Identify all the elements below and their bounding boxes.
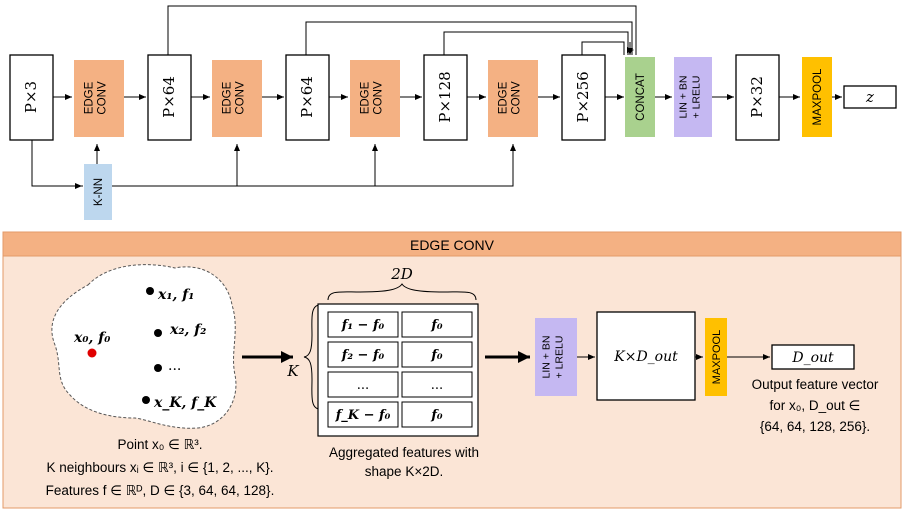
feature-matrix: f₁ − f₀ f₀ f₂ − f₀ f₀ ... ... f_K − f₀ f… <box>317 303 479 437</box>
svg-text:Aggregated features with: Aggregated features with <box>329 445 479 460</box>
2d-label: 2D <box>390 265 413 283</box>
knn-block: K-NN <box>84 164 112 220</box>
svg-text:x₁, f₁: x₁, f₁ <box>157 287 194 303</box>
svg-text:EDGECONV: EDGECONV <box>222 81 247 115</box>
tensor-p64-b: P×64 <box>285 54 330 141</box>
svg-text:K-NN: K-NN <box>93 178 105 206</box>
svg-text:for x₀, D_out ∈: for x₀, D_out ∈ <box>770 398 861 413</box>
svg-text:P×3: P×3 <box>22 81 40 113</box>
maxpool-block: MAXPOOL <box>802 57 832 137</box>
point-caption: Point x₀ ∈ ℝ³. K neighbours xᵢ ∈ ℝ³, i ∈… <box>46 437 275 498</box>
svg-text:P×128: P×128 <box>436 71 454 122</box>
svg-text:shape K×2D.: shape K×2D. <box>365 464 443 479</box>
svg-text:Features f ∈ ℝᴰ, D ∈ {3, 64, 6: Features f ∈ ℝᴰ, D ∈ {3, 64, 64, 128}. <box>46 483 275 498</box>
lin-bottom-label: LIN + BN+ LRELU <box>541 336 566 379</box>
lin-top-label: LIN + BN+ LRELU <box>678 76 703 119</box>
knn-connections <box>31 140 516 187</box>
panel-lin-bn-lrelu: LIN + BN+ LRELU <box>535 318 577 396</box>
svg-text:EDGECONV: EDGECONV <box>84 81 109 115</box>
k-dout-box: K×D_out <box>596 311 696 401</box>
matrix-caption: Aggregated features with shape K×2D. <box>329 445 479 479</box>
lin-bn-lrelu-block: LIN + BN+ LRELU <box>674 57 712 137</box>
concat-block: CONCAT <box>625 57 655 137</box>
svg-text:MAXPOOL: MAXPOOL <box>711 330 723 384</box>
panel-header: EDGE CONV <box>410 237 495 253</box>
svg-text:MAXPOOL: MAXPOOL <box>812 68 824 125</box>
svg-text:P×64: P×64 <box>160 76 178 118</box>
svg-text:K neighbours xᵢ ∈ ℝ³, i ∈ {1,: K neighbours xᵢ ∈ ℝ³, i ∈ {1, 2, ..., K}… <box>47 460 274 475</box>
svg-text:K×D_out: K×D_out <box>613 349 678 365</box>
svg-text:D_out: D_out <box>791 350 834 366</box>
svg-text:{64, 64, 128, 256}.: {64, 64, 128, 256}. <box>760 419 870 434</box>
svg-text:P×64: P×64 <box>298 76 316 118</box>
svg-text:x_K, f_K: x_K, f_K <box>153 395 217 411</box>
svg-text:f₁ − f₀: f₁ − f₀ <box>341 318 385 333</box>
svg-text:EDGECONV: EDGECONV <box>498 81 523 115</box>
tensor-p32: P×32 <box>735 54 780 141</box>
edgeconv-block-2: EDGECONV <box>212 60 262 137</box>
tensor-p256: P×256 <box>561 54 606 141</box>
svg-text:f_K − f₀: f_K − f₀ <box>335 408 391 423</box>
svg-text:f₀: f₀ <box>430 408 443 423</box>
svg-text:x₂, f₂: x₂, f₂ <box>169 322 206 338</box>
svg-text:P×32: P×32 <box>748 76 766 118</box>
svg-text:P×256: P×256 <box>574 71 592 122</box>
tensor-p64-a: P×64 <box>147 54 192 141</box>
svg-text:x₀, f₀: x₀, f₀ <box>73 330 110 346</box>
svg-text:EDGECONV: EDGECONV <box>360 81 385 115</box>
skip-connections <box>167 5 637 55</box>
edgeconv-block-3: EDGECONV <box>350 60 400 137</box>
edgeconv-block-4: EDGECONV <box>488 60 538 137</box>
k-label: K <box>286 362 299 380</box>
svg-text:Output feature vector: Output feature vector <box>752 377 879 392</box>
svg-text:...: ... <box>168 358 181 374</box>
svg-text:...: ... <box>357 378 369 393</box>
svg-text:CONCAT: CONCAT <box>635 73 647 121</box>
svg-text:f₂ − f₀: f₂ − f₀ <box>341 348 385 363</box>
svg-text:f₀: f₀ <box>430 318 443 333</box>
neighbourhood-blob <box>51 264 237 429</box>
svg-text:Point x₀ ∈ ℝ³.: Point x₀ ∈ ℝ³. <box>117 437 202 452</box>
tensor-p3: P×3 <box>9 54 54 141</box>
point-cloud: x₁, f₁ x₀, f₀ x₂, f₂ ... x_K, f_K <box>73 287 217 411</box>
output-z: z <box>843 85 897 109</box>
center-point-x0 <box>87 348 97 358</box>
svg-text:f₀: f₀ <box>430 348 443 363</box>
svg-text:z: z <box>865 88 874 106</box>
k-brace <box>303 304 321 410</box>
output-caption: Output feature vector for x₀, D_out ∈ {6… <box>752 377 879 434</box>
2d-brace <box>327 283 477 301</box>
tensor-p128: P×128 <box>423 54 468 141</box>
svg-text:...: ... <box>431 378 443 393</box>
panel-maxpool: MAXPOOL <box>705 318 727 396</box>
edgeconv-block-1: EDGECONV <box>74 60 124 137</box>
dout-box: D_out <box>771 344 855 370</box>
